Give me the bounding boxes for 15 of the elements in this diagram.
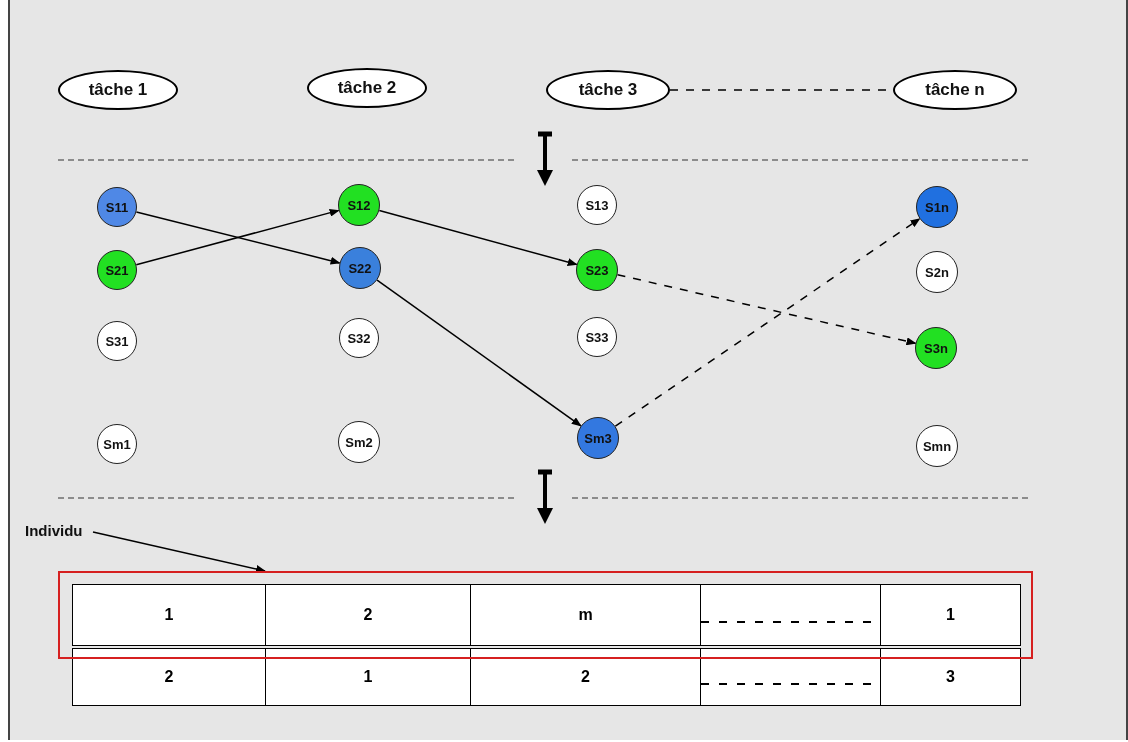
table-cell: m — [470, 584, 701, 646]
dashed-arrow — [614, 218, 921, 427]
arrow — [378, 209, 578, 266]
highlight-frame — [57, 571, 1033, 659]
table-cell: 3 — [880, 648, 1021, 706]
callout-text: Individu — [25, 519, 83, 541]
table-cell: 2 — [265, 584, 471, 646]
arrow — [376, 279, 582, 427]
table-cell: 1 — [265, 648, 471, 706]
table-cell: 2 — [470, 648, 701, 706]
table-cell: 1 — [880, 584, 1021, 646]
table-cell: 1 — [72, 584, 266, 646]
dashed-arrow — [616, 273, 917, 346]
leader-line — [92, 531, 266, 573]
table-cell: 2 — [72, 648, 266, 706]
